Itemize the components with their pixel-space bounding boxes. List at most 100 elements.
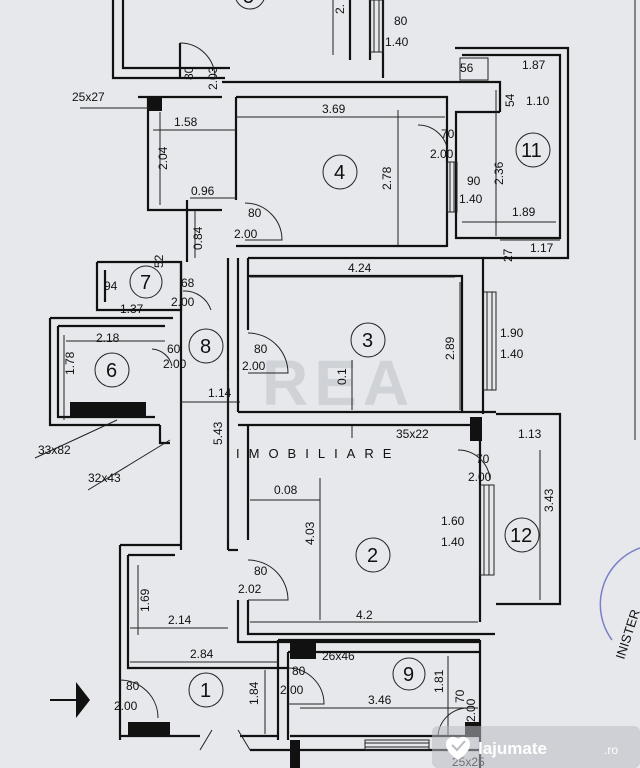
label-54: 54 — [503, 93, 517, 107]
label-158: 1.58 — [174, 115, 198, 129]
label-278: 2.78 — [380, 166, 394, 190]
svg-text:3: 3 — [362, 330, 373, 352]
svg-text:6: 6 — [106, 360, 117, 382]
windows — [364, 0, 497, 751]
label-008: 0.08 — [274, 483, 298, 497]
label-343: 3.43 — [542, 488, 556, 512]
svg-text:1: 1 — [200, 680, 211, 702]
label-d200e: 2.00 — [242, 359, 266, 373]
label-w140c: 1.40 — [500, 347, 524, 361]
label-d60: 60 — [167, 342, 181, 356]
label-w140a: 1.40 — [385, 35, 409, 49]
label-403: 4.03 — [303, 521, 317, 545]
label-289: 2.89 — [443, 336, 457, 360]
dimension-labels: 2. 80 1.40 80 2.03 25x27 3.69 1.58 2.04 … — [38, 4, 556, 768]
brand-name: lajumate — [478, 739, 547, 758]
label-543: 5.43 — [211, 421, 225, 445]
label-236: 2.36 — [492, 161, 506, 185]
label-duct4: 32x43 — [88, 471, 121, 485]
label-42: 4.2 — [356, 608, 373, 622]
label-184: 1.84 — [247, 681, 261, 705]
watermark-sub: IMOBILIARE — [236, 446, 400, 461]
room-5: 5 — [235, 0, 265, 10]
label-d70f: 70 — [476, 452, 490, 466]
label-d80i: 80 — [126, 679, 140, 693]
svg-text:2: 2 — [367, 545, 378, 567]
label-137: 1.37 — [120, 302, 144, 316]
label-duct5: 26x46 — [322, 649, 355, 663]
label-d80e: 80 — [254, 342, 268, 356]
room-8: 8 — [188, 328, 224, 364]
label-d80b: 80 — [248, 206, 262, 220]
label-117: 1.17 — [530, 241, 554, 255]
stamp: INISTER — [599, 547, 640, 661]
label-110: 1.10 — [526, 94, 550, 108]
label-duct1: 25x27 — [72, 90, 105, 104]
stamp-text: INISTER — [613, 608, 640, 661]
watermark: REA IMOBILIARE — [236, 347, 415, 461]
label-189: 1.89 — [512, 205, 536, 219]
label-d80g: 80 — [254, 564, 268, 578]
svg-text:11: 11 — [521, 140, 542, 162]
label-114: 1.14 — [208, 386, 232, 400]
svg-text:8: 8 — [200, 336, 211, 358]
room-1: 1 — [188, 672, 224, 708]
room-11: 11 — [515, 132, 551, 168]
label-d202g: 2.02 — [238, 582, 262, 596]
label-096: 0.96 — [191, 184, 215, 198]
room-6: 6 — [94, 352, 130, 388]
brand-tld: .ro — [604, 743, 618, 757]
label-d200b: 2.00 — [234, 227, 258, 241]
room-numbers: 5 4 11 7 6 8 3 12 — [94, 0, 551, 708]
room-3: 3 — [350, 322, 386, 358]
label-w90: 90 — [467, 174, 481, 188]
label-d200i: 2.00 — [114, 699, 138, 713]
label-56: 56 — [460, 61, 474, 75]
room-7: 7 — [129, 265, 163, 299]
label-068: 68 — [181, 276, 195, 290]
brand-badge[interactable]: lajumate .ro — [432, 726, 640, 768]
room-9: 9 — [392, 657, 426, 691]
label-01: 0.1 — [335, 368, 349, 385]
label-w80a: 80 — [394, 14, 408, 28]
room-12: 12 — [504, 517, 540, 553]
label-346: 3.46 — [368, 693, 392, 707]
svg-text:5: 5 — [243, 0, 254, 8]
label-d70j: 70 — [453, 689, 467, 703]
dimension-lines — [63, 0, 560, 735]
label-duct2: 35x22 — [396, 427, 429, 441]
label-369: 3.69 — [322, 102, 346, 116]
label-d200j: 2.00 — [464, 698, 478, 722]
label-084: 0.84 — [191, 226, 205, 250]
room-4: 4 — [322, 154, 358, 190]
label-d200h: 2.00 — [280, 683, 304, 697]
label-113: 1.13 — [518, 427, 542, 441]
label-duct3: 33x82 — [38, 443, 71, 457]
label-169: 1.69 — [138, 588, 152, 612]
doors — [119, 42, 491, 751]
room-2: 2 — [355, 537, 391, 573]
label-27: 27 — [501, 248, 515, 262]
label-w160: 1.60 — [441, 514, 465, 528]
label-d200a: 2.00 — [430, 147, 454, 161]
label-w190: 1.90 — [500, 326, 524, 340]
label-d80h: 80 — [292, 664, 306, 678]
svg-text:9: 9 — [403, 664, 414, 686]
label-e80: 80 — [182, 66, 196, 80]
svg-text:4: 4 — [334, 162, 345, 184]
label-052: 52 — [152, 254, 166, 268]
label-e203: 2.03 — [206, 66, 220, 90]
label-187: 1.87 — [522, 58, 546, 72]
label-d200d: 2.00 — [163, 357, 187, 371]
label-284: 2.84 — [190, 647, 214, 661]
watermark-main: REA — [262, 347, 415, 419]
label-d70a: 70 — [441, 127, 455, 141]
svg-text:7: 7 — [140, 272, 151, 294]
label-218: 2.18 — [96, 331, 120, 345]
entrance-arrow-icon — [50, 682, 90, 718]
label-204: 2.04 — [156, 146, 170, 170]
label-178: 1.78 — [63, 351, 77, 375]
label-d200f: 2.00 — [468, 470, 492, 484]
label-w140d: 1.40 — [441, 535, 465, 549]
